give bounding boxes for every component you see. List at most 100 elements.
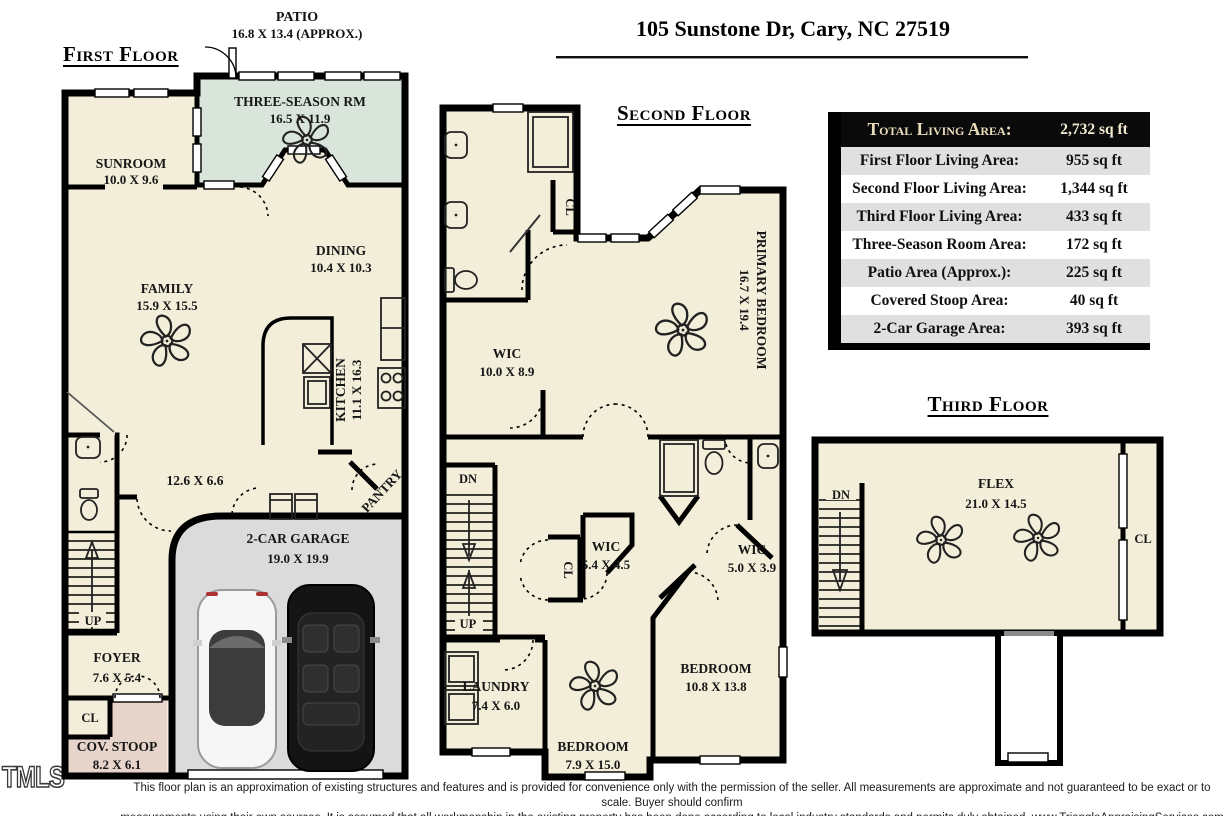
wic3-dims: 5.0 X 3.9 — [728, 560, 777, 575]
area-table-header: Total Living Area: 2,732 sq ft — [841, 112, 1150, 147]
stoop-area — [65, 698, 167, 776]
svg-text:11.1 X 16.3: 11.1 X 16.3 — [349, 359, 364, 420]
stoop-dims: 8.2 X 6.1 — [93, 757, 141, 772]
closet-label: CL — [1134, 532, 1151, 546]
stove-icon — [377, 367, 406, 409]
open-door-leaf — [509, 214, 541, 253]
laundry-dims: 7.4 X 6.0 — [472, 698, 520, 713]
patio-name: PATIO — [275, 10, 319, 25]
sunroom-dims: 10.0 X 9.6 — [104, 172, 159, 187]
wic3-name: WIC — [738, 542, 767, 557]
second-floor-plan: PRIMARY BEDROOM 16.7 X 19.4 WIC 10.0 X 8… — [439, 103, 788, 781]
up-label: UP — [85, 614, 102, 628]
foyer-name: FOYER — [93, 650, 141, 665]
area-row: First Floor Living Area:955 sq ft — [841, 147, 1150, 175]
washer-dryer-icons — [444, 651, 479, 725]
wic1-dims: 10.0 X 8.9 — [480, 364, 535, 379]
area-row: Covered Stoop Area:40 sq ft — [841, 287, 1150, 315]
patio-label: PATIO 16.8 X 13.4 (APPROX.) — [222, 10, 372, 42]
flex-name: FLEX — [978, 476, 1014, 491]
third-floor-area — [815, 440, 1160, 633]
staircase — [445, 469, 493, 631]
total-area-label: Total Living Area: — [867, 119, 1012, 139]
area-row: Three-Season Room Area:172 sq ft — [841, 231, 1150, 259]
area-table-body: First Floor Living Area:955 sq ft Second… — [841, 147, 1150, 343]
bedroom2-dims: 10.8 X 13.8 — [685, 679, 747, 694]
exterior-wall — [811, 436, 1164, 637]
dn-label: DN — [832, 488, 850, 502]
white-car — [193, 589, 281, 769]
hall-dims: 12.6 X 6.6 — [167, 473, 224, 488]
utility-units — [269, 493, 318, 520]
dormer — [995, 630, 1063, 766]
patio-dims: 16.8 X 13.4 (APPROX.) — [231, 26, 363, 41]
kitchen-label: KITCHEN 11.1 X 16.3 — [333, 358, 364, 422]
family-name: FAMILY — [141, 281, 194, 296]
family-dims: 15.9 X 15.5 — [136, 298, 198, 313]
third-floor-plan: DN FLEX 21.0 X 14.5 CL — [811, 436, 1164, 766]
three-season-dims: 16.5 X 11.9 — [270, 111, 331, 126]
second-floor-title: Second Floor — [616, 101, 752, 125]
tmls-watermark: TMLS — [1, 760, 65, 795]
foyer-dims: 7.6 X 5.4 — [93, 670, 142, 685]
door-swings — [502, 244, 752, 671]
hall-bath-sink-icon — [757, 443, 779, 469]
closet2-label: CL — [561, 561, 575, 578]
interior-walls — [443, 180, 783, 760]
closet-sliding-doors — [1118, 453, 1128, 621]
wic2-name: WIC — [592, 539, 621, 554]
first-floor-plan: THREE-SEASON RM 16.5 X 11.9 SUNROOM 10.0… — [61, 46, 409, 780]
powder-room-toilet-icon — [79, 488, 99, 521]
black-car — [282, 584, 380, 772]
living-area-table: Total Living Area: 2,732 sq ft First Flo… — [828, 112, 1150, 350]
hall-bath-toilet-icon — [702, 439, 726, 475]
staircase-down — [819, 485, 861, 627]
primary-bath-vanity — [444, 131, 468, 229]
svg-text:PRIMARY BEDROOM: PRIMARY BEDROOM — [754, 231, 769, 370]
dn-label: DN — [459, 472, 477, 486]
area-row: Third Floor Living Area:433 sq ft — [841, 203, 1150, 231]
area-row: Second Floor Living Area:1,344 sq ft — [841, 175, 1150, 203]
dining-name: DINING — [316, 243, 367, 258]
svg-text:CL: CL — [561, 561, 575, 578]
door-swings — [99, 46, 379, 699]
area-row: Patio Area (Approx.):225 sq ft — [841, 259, 1150, 287]
first-floor-title: First Floor — [63, 42, 179, 66]
total-area-value: 2,732 sq ft — [1060, 120, 1128, 138]
bedroom1-name: BEDROOM — [557, 739, 629, 754]
up-label: UP — [460, 617, 477, 631]
page-title: 105 Sunstone Dr, Cary, NC 27519 — [636, 16, 950, 41]
sunroom-name: SUNROOM — [96, 156, 167, 171]
primary-bath-toilet-icon — [444, 267, 478, 293]
svg-text:KITCHEN: KITCHEN — [333, 358, 348, 422]
wic2-dims: 5.4 X 4.5 — [582, 557, 631, 572]
refrigerator-icon — [380, 297, 406, 361]
under-stair-wall — [66, 391, 115, 433]
powder-room-sink-icon — [75, 436, 101, 459]
flex-dims: 21.0 X 14.5 — [965, 496, 1027, 511]
hall-bath-shower — [659, 439, 699, 497]
garage-dims: 19.0 X 19.9 — [267, 551, 329, 566]
third-floor-title: Third Floor — [927, 392, 1049, 416]
svg-text:CL: CL — [563, 198, 577, 215]
laundry-name: LAUNDRY — [462, 679, 529, 694]
primary-bedroom-label: PRIMARY BEDROOM 16.7 X 19.4 — [737, 231, 769, 370]
disclaimer: This floor plan is an approximation of e… — [0, 781, 1224, 816]
staircase-up — [68, 530, 117, 632]
closet1-label: CL — [563, 198, 577, 215]
garage-name: 2-CAR GARAGE — [246, 531, 349, 546]
second-floor-area — [443, 108, 783, 777]
disclaimer-line1: This floor plan is an approximation of e… — [133, 782, 1211, 809]
three-season-name: THREE-SEASON RM — [234, 94, 366, 109]
windows — [471, 103, 788, 781]
kitchen-island — [261, 316, 334, 445]
bedroom2-name: BEDROOM — [680, 661, 752, 676]
stoop-name: COV. STOOP — [77, 739, 158, 754]
svg-text:16.7 X 19.4: 16.7 X 19.4 — [737, 269, 752, 331]
disclaimer-line2: measurements using their own sources. It… — [120, 811, 1224, 816]
area-row: 2-Car Garage Area:393 sq ft — [841, 315, 1150, 343]
primary-shower — [527, 111, 574, 173]
wic1-name: WIC — [493, 346, 522, 361]
bedroom1-dims: 7.9 X 15.0 — [566, 757, 621, 772]
